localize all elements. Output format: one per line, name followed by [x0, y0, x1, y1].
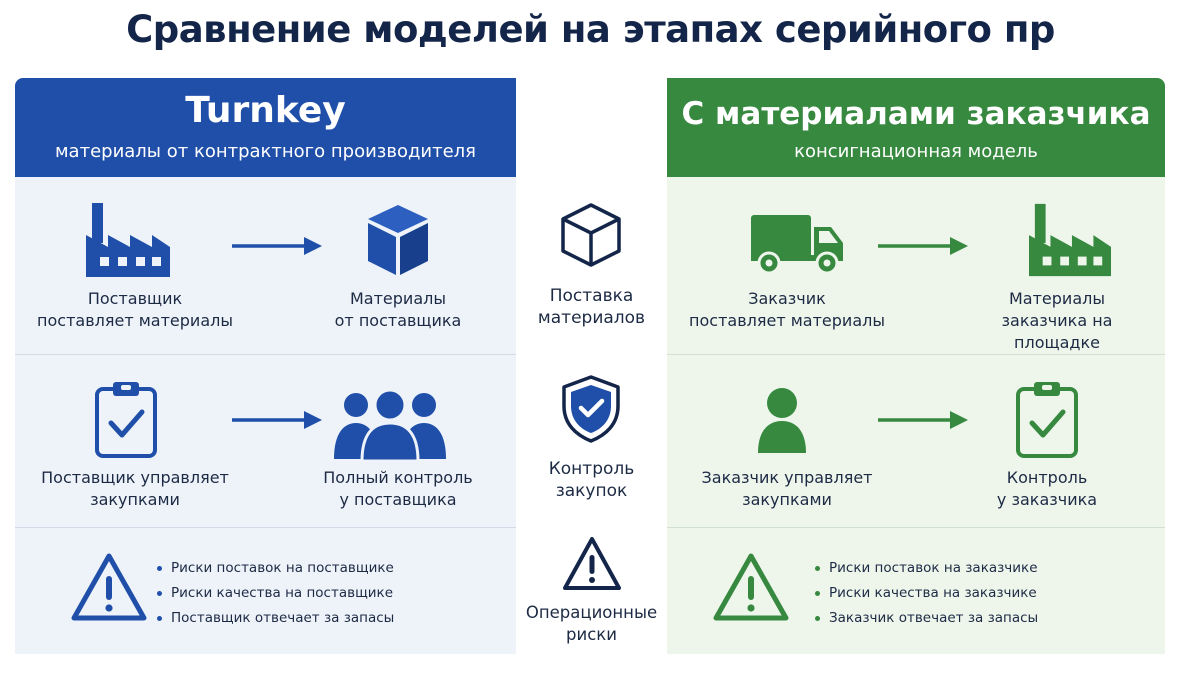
supplier-manages-label: Поставщик управляет закупками [35, 467, 235, 511]
factory-icon [1029, 203, 1111, 277]
full-control-supplier-label: Полный контроль у поставщика [298, 467, 498, 511]
consignment-procurement-row: Заказчик управляет закупками Контроль у … [667, 354, 1165, 527]
consignment-header: С материалами заказчика консигнационная … [667, 78, 1165, 177]
shield-check-icon [562, 375, 620, 443]
customer-supplies-label: Заказчик поставляет материалы [687, 288, 887, 332]
full-control-supplier-text: Полный контроль у поставщика [323, 468, 473, 509]
arrow-right-icon [232, 237, 322, 255]
operational-risks-label: Операционные риски [516, 602, 667, 646]
criteria-column: Поставка материалов Контроль закупок Опе… [516, 78, 667, 654]
consignment-risks-row: Риски поставок на заказчике Риски качест… [667, 527, 1165, 654]
risk-item-text: Заказчик отвечает за запасы [829, 610, 1039, 626]
risk-item-text: Поставщик отвечает за запасы [171, 610, 395, 626]
clipboard-check-icon [1016, 382, 1078, 458]
warning-icon [713, 553, 789, 621]
consignment-subtitle: консигнационная модель [794, 141, 1038, 162]
risk-item-text: Риски качества на заказчике [829, 585, 1037, 601]
turnkey-title: Turnkey [185, 90, 346, 131]
turnkey-header: Turnkey материалы от контрактного произв… [15, 78, 516, 177]
materials-from-supplier-label: Материалы от поставщика [298, 288, 498, 332]
bullet-icon [157, 591, 162, 596]
consignment-title: С материалами заказчика [681, 96, 1151, 132]
truck-icon [751, 215, 843, 275]
customer-manages-label: Заказчик управляет закупками [687, 467, 887, 511]
customer-manages-text: Заказчик управляет закупками [701, 468, 873, 509]
bullet-icon [815, 616, 820, 621]
turnkey-supply-row: Поставщик поставляет материалы Материалы… [15, 177, 516, 354]
risk-item: Риски качества на поставщике [157, 581, 394, 606]
operational-risks-text: Операционные риски [525, 603, 658, 644]
procurement-control-label: Контроль закупок [516, 458, 667, 502]
box-icon [368, 205, 428, 275]
risk-item: Риски качества на заказчике [815, 581, 1038, 606]
people-group-icon [334, 389, 446, 461]
risk-item: Заказчик отвечает за запасы [815, 606, 1038, 631]
risk-item: Риски поставок на заказчике [815, 556, 1038, 581]
supply-materials-label: Поставка материалов [516, 285, 667, 329]
customer-materials-onsite-text: Материалы заказчика на площадке [1001, 289, 1113, 352]
person-icon [758, 388, 806, 453]
consignment-column: С материалами заказчика консигнационная … [667, 78, 1165, 654]
customer-supplies-text: Заказчик поставляет материалы [689, 289, 885, 330]
supplier-supplies-label: Поставщик поставляет материалы [35, 288, 235, 332]
bullet-icon [157, 566, 162, 571]
supply-materials-text: Поставка материалов [537, 286, 646, 328]
customer-control-text: Контроль у заказчика [996, 468, 1098, 509]
risk-item: Поставщик отвечает за запасы [157, 606, 394, 631]
turnkey-risk-list: Риски поставок на поставщике Риски качес… [157, 556, 394, 631]
warning-icon [563, 537, 621, 590]
risk-item-text: Риски качества на поставщике [171, 585, 394, 601]
supplier-supplies-line: Поставщик поставляет материалы [37, 289, 233, 330]
clipboard-check-icon [95, 382, 157, 458]
materials-from-supplier-text: Материалы от поставщика [334, 289, 462, 330]
warning-icon [71, 553, 147, 621]
turnkey-procurement-row: Поставщик управляет закупками Полный кон… [15, 354, 516, 527]
procurement-control-text: Контроль закупок [548, 459, 635, 501]
risk-item-text: Риски поставок на поставщике [171, 560, 394, 576]
turnkey-column: Turnkey материалы от контрактного произв… [15, 78, 516, 654]
bullet-icon [815, 566, 820, 571]
bullet-icon [157, 616, 162, 621]
arrow-right-icon [878, 237, 968, 255]
turnkey-risks-row: Риски поставок на поставщике Риски качес… [15, 527, 516, 654]
supplier-manages-text: Поставщик управляет закупками [41, 468, 229, 509]
turnkey-subtitle: материалы от контрактного производителя [54, 141, 477, 162]
arrow-right-icon [878, 411, 968, 429]
factory-icon [86, 203, 170, 277]
customer-materials-onsite-label: Материалы заказчика на площадке [957, 288, 1157, 354]
risk-item: Риски поставок на поставщике [157, 556, 394, 581]
arrow-right-icon [232, 411, 322, 429]
customer-control-label: Контроль у заказчика [947, 467, 1147, 511]
consignment-risk-list: Риски поставок на заказчике Риски качест… [815, 556, 1038, 631]
consignment-supply-row: Заказчик поставляет материалы Материалы … [667, 177, 1165, 354]
risk-item-text: Риски поставок на заказчике [829, 560, 1038, 576]
bullet-icon [815, 591, 820, 596]
page-title: Сравнение моделей на этапах серийного пр [126, 8, 1055, 51]
box-outline-icon [561, 203, 621, 267]
